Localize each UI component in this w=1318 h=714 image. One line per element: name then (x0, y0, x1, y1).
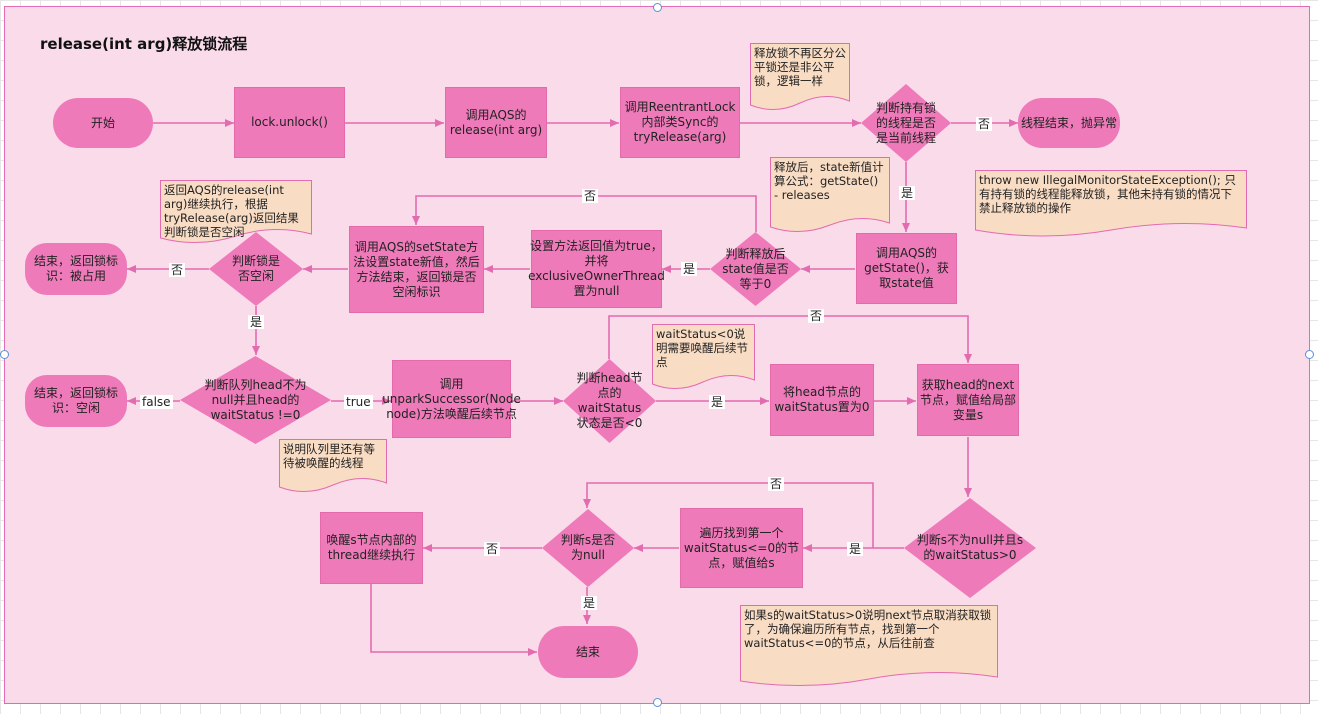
label-s-yes: 是 (847, 542, 864, 556)
note-fair-text: 释放锁不再区分公平锁还是非公平锁，逻辑一样 (754, 46, 846, 88)
wake-s-node[interactable]: 唤醒s节点内部的thread继续执行 (320, 512, 423, 584)
label-queue-false: false (140, 395, 173, 409)
unpark-node[interactable]: 调用unparkSuccessor(Node node)方法唤醒后续节点 (382, 360, 521, 438)
resize-handle-bottom[interactable] (653, 698, 662, 707)
set-state-node[interactable]: 调用AQS的setState方法设置state新值，然后方法结束，返回锁是否空闲… (349, 226, 484, 313)
label-s-no: 否 (768, 477, 785, 491)
check-state-zero-label: 判断释放后state值是否等于0 (722, 246, 789, 291)
note-state-calc: 释放后，state新值计算公式：getState() - releases (770, 157, 890, 239)
check-s-null-label: 判断s是否为null (560, 533, 616, 562)
check-owner-decision[interactable]: 判断持有锁的线程是否是当前线程 (861, 84, 951, 162)
set-ws-zero-node[interactable]: 将head节点的waitStatus置为0 (770, 364, 874, 436)
check-ws-label: 判断head节点的waitStatus状态是否<0 (576, 371, 643, 430)
get-next-node[interactable]: 获取head的next节点，赋值给局部变量s (917, 364, 1019, 436)
note-cancel-text: 如果s的waitStatus>0说明next节点取消获取锁了，为确保遍历所有节点… (744, 608, 992, 650)
note-ws-lt0-text: waitStatus<0说明需要唤醒后续节点 (656, 327, 748, 369)
edge-wake-end (370, 584, 537, 656)
edge-checkws-getnext-no (608, 315, 972, 363)
note-state-calc-text: 释放后，state新值计算公式：getState() - releases (774, 160, 884, 202)
label-free-no: 否 (169, 263, 186, 277)
check-ws-decision[interactable]: 判断head节点的waitStatus状态是否<0 (563, 359, 656, 443)
label-snull-no: 否 (484, 542, 501, 556)
label-ws-yes: 是 (709, 395, 726, 409)
check-s-null-decision[interactable]: 判断s是否为null (542, 509, 634, 587)
note-return-release-text: 返回AQS的release(int arg)继续执行，根据tryRelease(… (164, 183, 299, 239)
note-queue-waiting-text: 说明队列里还有等待被唤醒的线程 (283, 442, 375, 470)
edge-checks-checksnull-no (583, 482, 874, 548)
check-s-label: 判断s不为null并且s的waitStatus>0 (916, 533, 1024, 562)
label-ws-no: 否 (808, 309, 825, 323)
set-return-node[interactable]: 设置方法返回值为true，并将exclusiveOwnerThread置为nul… (528, 230, 665, 308)
resize-handle-top[interactable] (653, 3, 662, 12)
label-free-yes: 是 (248, 315, 265, 329)
note-exception-text: throw new IllegalMonitorStateException()… (979, 173, 1236, 215)
check-owner-label: 判断持有锁的线程是否是当前线程 (875, 100, 936, 145)
get-state-node[interactable]: 调用AQS的getState()，获取state值 (856, 233, 957, 304)
try-release-node[interactable]: 调用ReentrantLock内部类Sync的tryRelease(arg) (620, 87, 740, 158)
end-occupied-node[interactable]: 结束，返回锁标识：被占用 (25, 243, 127, 295)
label-zero-no: 否 (582, 189, 599, 203)
note-ws-lt0: waitStatus<0说明需要唤醒后续节点 (652, 324, 755, 394)
note-cancel: 如果s的waitStatus>0说明next节点取消获取锁了，为确保遍历所有节点… (740, 605, 998, 691)
start-node[interactable]: 开始 (53, 98, 153, 148)
check-free-label: 判断锁是否空闲 (231, 254, 280, 283)
end-node[interactable]: 结束 (538, 626, 638, 678)
label-owner-yes: 是 (899, 186, 916, 200)
resize-handle-left[interactable] (0, 350, 9, 359)
note-fair-lock: 释放锁不再区分公平锁还是非公平锁，逻辑一样 (750, 43, 850, 115)
check-queue-decision[interactable]: 判断队列head不为null并且head的waitStatus !=0 (180, 356, 331, 444)
resize-handle-right[interactable] (1305, 350, 1314, 359)
end-free-node[interactable]: 结束，返回锁标识：空闲 (25, 375, 127, 427)
note-queue-waiting: 说明队列里还有等待被唤醒的线程 (279, 439, 387, 493)
check-state-zero-decision[interactable]: 判断释放后state值是否等于0 (710, 232, 801, 306)
label-zero-yes: 是 (681, 262, 698, 276)
note-exception: throw new IllegalMonitorStateException()… (975, 170, 1247, 240)
check-free-decision[interactable]: 判断锁是否空闲 (209, 232, 303, 306)
unlock-node[interactable]: lock.unlock() (234, 87, 345, 158)
throw-end-node[interactable]: 线程结束，抛异常 (1018, 98, 1120, 148)
label-owner-no: 否 (976, 117, 993, 131)
note-return-release: 返回AQS的release(int arg)继续执行，根据tryRelease(… (160, 180, 312, 244)
traverse-node[interactable]: 遍历找到第一个waitStatus<=0的节点，赋值给s (680, 508, 803, 588)
label-queue-true: true (344, 395, 373, 409)
check-s-decision[interactable]: 判断s不为null并且s的waitStatus>0 (904, 498, 1036, 598)
diagram-title: release(int arg)释放锁流程 (40, 35, 248, 53)
label-snull-yes: 是 (581, 596, 598, 610)
check-queue-label: 判断队列head不为null并且head的waitStatus !=0 (204, 377, 307, 422)
call-release-node[interactable]: 调用AQS的release(int arg) (445, 87, 547, 158)
